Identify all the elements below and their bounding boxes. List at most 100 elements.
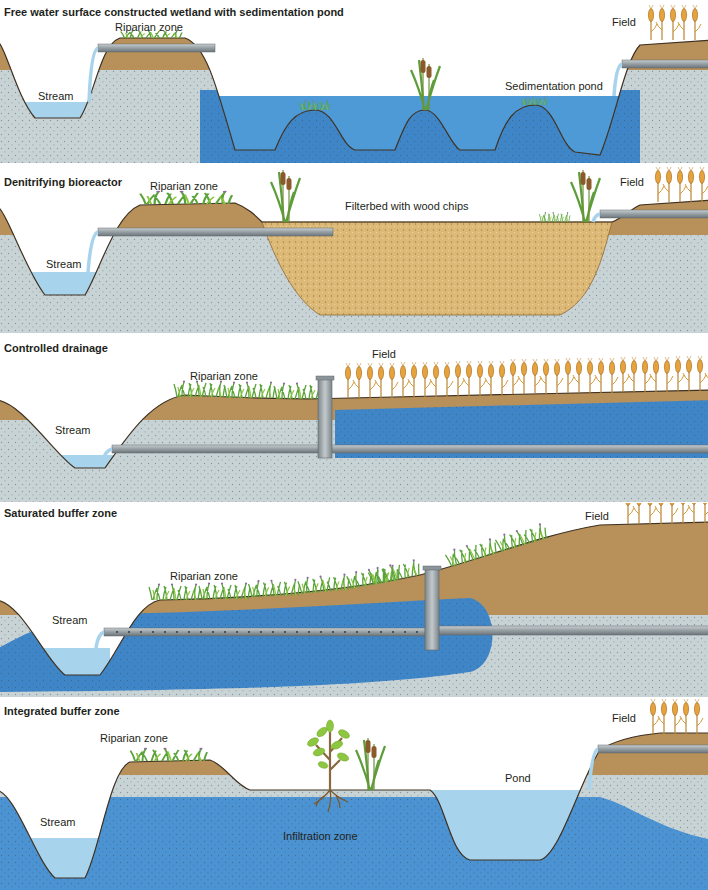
area-label: Field <box>612 712 636 724</box>
illustration-part <box>298 573 350 594</box>
label-holder: Denitrifying bioreactor <box>4 172 122 190</box>
panel-title: Integrated buffer zone <box>4 705 120 717</box>
area-label: Field <box>585 510 609 522</box>
outflow <box>593 214 600 222</box>
illustration-part <box>455 361 508 396</box>
label-holder: Stream <box>55 420 90 438</box>
illustration-part <box>648 5 701 40</box>
illustration-part <box>675 356 708 391</box>
label-holder: Riparian zone <box>115 17 183 35</box>
label-holder: Saturated buffer zone <box>4 503 117 521</box>
panel-title: Controlled drainage <box>4 342 108 354</box>
drain-pipe <box>598 745 708 753</box>
panel-title: Free water surface constructed wetland w… <box>4 6 344 18</box>
outflow <box>614 64 622 96</box>
illustration-part <box>400 362 453 397</box>
illustration-part <box>0 698 708 890</box>
illustration-part <box>368 558 421 585</box>
panel-integrated-buffer <box>0 698 708 890</box>
illustration-part <box>271 170 300 222</box>
ground-outline <box>0 522 708 697</box>
illustration-part <box>650 699 703 734</box>
illustration-part <box>625 503 678 524</box>
illustration-part <box>0 503 708 697</box>
outflow <box>88 232 98 272</box>
area-label: Riparian zone <box>115 21 183 33</box>
illustration-part <box>0 166 708 333</box>
area-label: Filterbed with wood chips <box>345 200 469 212</box>
label-holder: Field <box>612 708 636 726</box>
control-well <box>425 568 439 650</box>
drain-pipe <box>439 626 708 635</box>
topsoil <box>0 503 708 615</box>
label-holder: Pond <box>505 768 531 786</box>
illustration-part <box>149 583 200 600</box>
illustration-part <box>565 358 618 393</box>
ground-outline <box>0 200 708 333</box>
illustration-part <box>116 631 420 633</box>
illustration-part <box>0 336 708 502</box>
illustration-part <box>522 97 548 105</box>
area-label: Stream <box>55 424 90 436</box>
illustration-part <box>620 357 673 392</box>
label-holder: Controlled drainage <box>4 338 108 356</box>
label-holder: Infiltration zone <box>283 826 358 844</box>
area-label: Sedimentation pond <box>505 80 603 92</box>
illustration-part <box>0 0 708 163</box>
label-holder: Field <box>585 506 609 524</box>
ground-outline <box>0 733 708 890</box>
area-label: Riparian zone <box>170 570 238 582</box>
label-holder: Riparian zone <box>190 366 258 384</box>
illustration-part <box>0 0 708 163</box>
area-label: Stream <box>46 258 81 270</box>
label-holder: Riparian zone <box>170 566 238 584</box>
illustration-part <box>345 363 398 398</box>
label-holder: Riparian zone <box>100 728 168 746</box>
illustration-part <box>356 738 385 790</box>
outflow <box>96 632 104 648</box>
label-holder: Field <box>620 172 644 190</box>
label-holder: Sedimentation pond <box>505 76 603 94</box>
area-label: Riparian zone <box>100 732 168 744</box>
illustration-part <box>0 698 708 890</box>
label-holder: Integrated buffer zone <box>4 701 120 719</box>
area-label: Infiltration zone <box>283 830 358 842</box>
ground-outline <box>0 38 708 163</box>
label-holder: Stream <box>40 812 75 830</box>
area-label: Field <box>612 16 636 28</box>
illustration-part <box>494 522 548 552</box>
illustration-part <box>655 167 708 202</box>
area-label: Pond <box>505 772 531 784</box>
area-label: Riparian zone <box>150 180 218 192</box>
topsoil <box>0 0 708 70</box>
illustration-part <box>444 537 498 567</box>
label-holder: Stream <box>52 610 87 628</box>
panel-title: Denitrifying bioreactor <box>4 176 122 188</box>
label-holder: Stream <box>46 254 81 272</box>
drain-pipe <box>600 210 708 218</box>
saturated-soil <box>0 598 493 692</box>
label-holder: Stream <box>38 86 73 104</box>
area-label: Stream <box>40 816 75 828</box>
illustration-part <box>274 382 325 399</box>
illustration-part <box>248 579 300 597</box>
illustration-part <box>316 376 334 380</box>
area-label: Field <box>620 176 644 188</box>
illustration-part <box>299 100 330 110</box>
panel-saturated-buffer <box>0 503 708 697</box>
illustration-part <box>224 381 275 398</box>
illustration-part <box>174 380 225 397</box>
illustration-part <box>0 336 708 502</box>
area-label: Riparian zone <box>190 370 258 382</box>
illustration-part <box>680 503 708 523</box>
topsoil <box>0 698 708 775</box>
area-label: Stream <box>52 614 87 626</box>
illustration-part <box>0 166 708 333</box>
drain-pipe <box>112 445 708 453</box>
control-well <box>318 378 332 458</box>
illustration-part <box>411 58 440 110</box>
illustration-part <box>199 582 250 599</box>
label-holder: Free water surface constructed wetland w… <box>4 2 344 20</box>
